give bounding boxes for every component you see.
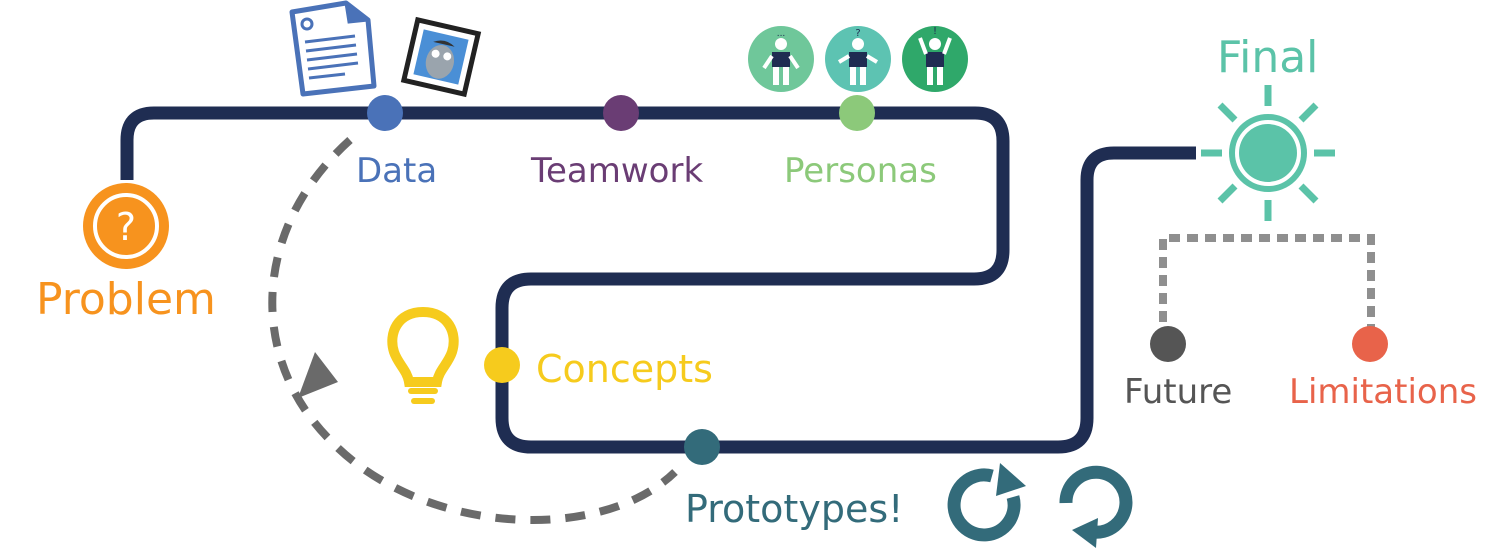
sun-icon [1201, 85, 1335, 221]
person-question-icon: ? [825, 26, 891, 92]
refresh-cw-icon [947, 463, 1026, 542]
teamwork-stage: Teamwork [530, 95, 703, 191]
problem-label: Problem [36, 274, 216, 325]
svg-text:!: ! [933, 26, 937, 37]
document-icon [289, 0, 377, 97]
limitations-label: Limitations [1289, 372, 1477, 412]
photo-icon [400, 16, 482, 98]
iteration-loop-arrow [268, 137, 678, 524]
concepts-stage: Concepts [387, 306, 713, 404]
problem-stage: ? Problem [36, 183, 216, 325]
teamwork-node [603, 95, 639, 131]
final-label: Final [1217, 32, 1318, 83]
limitations-node [1352, 326, 1388, 362]
lightbulb-icon [387, 306, 459, 404]
personas-node [839, 95, 875, 131]
question-icon: ? [116, 205, 136, 249]
refresh-icons [947, 463, 1133, 548]
future-stage: Future [1124, 326, 1232, 412]
final-stage: Final [1159, 32, 1375, 340]
concepts-node [484, 347, 520, 383]
data-node [367, 95, 403, 131]
concepts-label: Concepts [536, 347, 713, 391]
main-path [120, 106, 1196, 454]
loop-arrowhead [298, 352, 338, 398]
future-node [1150, 326, 1186, 362]
teamwork-label: Teamwork [530, 151, 703, 191]
branch-connector [1159, 234, 1375, 340]
prototypes-label: Prototypes! [685, 487, 903, 531]
person-thinking-icon: ... [748, 26, 814, 92]
person-excited-icon: ! [902, 26, 968, 92]
svg-text:...: ... [777, 29, 786, 39]
person-icons: ... ? ! [748, 26, 968, 92]
personas-label: Personas [784, 151, 937, 191]
data-stage: Data [289, 0, 482, 191]
svg-text:?: ? [855, 28, 860, 39]
personas-stage: ... ? ! [748, 26, 968, 191]
refresh-ccw-icon [1059, 465, 1133, 548]
limitations-stage: Limitations [1289, 326, 1477, 412]
data-label: Data [356, 151, 437, 191]
future-label: Future [1124, 372, 1232, 412]
prototypes-stage: Prototypes! [684, 429, 1133, 548]
prototypes-node [684, 429, 720, 465]
